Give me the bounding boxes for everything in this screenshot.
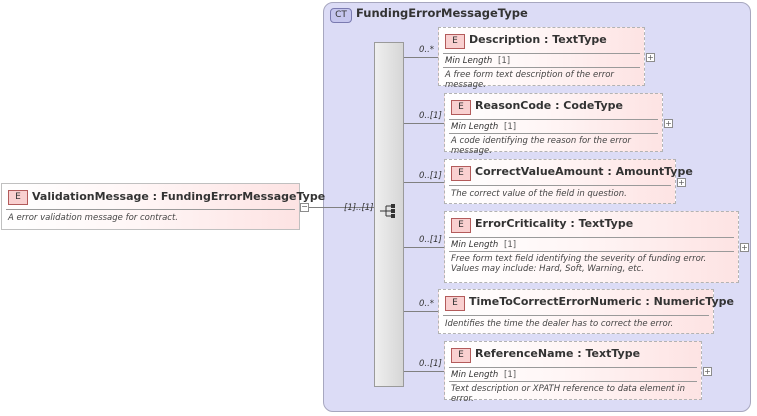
element-cardinality: 0..[1] [419, 359, 442, 369]
connector-line [309, 207, 374, 208]
facet-value: [1] [504, 122, 517, 132]
element-doc: The correct value of the field in questi… [451, 189, 627, 199]
element-doc: Free form text field identifying the sev… [451, 254, 707, 274]
element-doc: A free form text description of the erro… [445, 70, 614, 90]
expand-icon[interactable]: + [703, 367, 712, 376]
root-element[interactable]: E ValidationMessage : FundingErrorMessag… [1, 183, 325, 230]
element-cardinality: 0..[1] [419, 111, 442, 121]
element-badge: E [451, 218, 471, 233]
sequence-icon [380, 204, 395, 218]
element-badge: E [445, 34, 465, 49]
separator [449, 367, 697, 368]
separator [443, 67, 640, 68]
element-title: ErrorCriticality : TextType [475, 217, 634, 230]
element-title: ReasonCode : CodeType [475, 99, 623, 112]
element-badge: E [451, 100, 471, 115]
facet-value: [1] [504, 370, 517, 380]
separator [443, 315, 709, 316]
separator [449, 185, 671, 186]
connector-line [404, 182, 444, 183]
connector-line [404, 311, 438, 312]
complex-type-badge: CT [330, 8, 352, 23]
facet-label: Min Length [451, 240, 499, 250]
facet-label: Min Length [445, 56, 493, 66]
element-doc: A code identifying the reason for the er… [451, 136, 631, 156]
facet-value: [1] [504, 240, 517, 250]
element-cardinality: 0..[1] [419, 235, 442, 245]
element-badge: E [451, 348, 471, 363]
root-cardinality: [1]..[1] [344, 203, 374, 213]
facet-label: Min Length [451, 122, 499, 132]
connector-line [404, 57, 438, 58]
element-cardinality: 0..* [419, 299, 435, 309]
element-title: TimeToCorrectErrorNumeric : NumericType [469, 295, 734, 308]
element-title: Description : TextType [469, 33, 607, 46]
element-badge: E [445, 296, 465, 311]
sequence-compositor[interactable] [374, 42, 404, 387]
separator [449, 251, 734, 252]
complex-type-name: FundingErrorMessageType [356, 6, 528, 20]
element-reason-code[interactable]: E ReasonCode : CodeType Min Length [1] A… [444, 93, 663, 156]
expand-icon[interactable]: + [740, 243, 749, 252]
connector-line [404, 247, 444, 248]
element-doc: Text description or XPATH reference to d… [451, 384, 686, 404]
element-time-to-correct-error-numeric[interactable]: E TimeToCorrectErrorNumeric : NumericTyp… [438, 289, 734, 334]
collapse-icon[interactable]: − [300, 202, 309, 212]
element-title: ReferenceName : TextType [475, 347, 641, 360]
element-title: ValidationMessage : FundingErrorMessageT… [32, 190, 326, 203]
connector-line [404, 123, 444, 124]
element-badge: E [8, 190, 28, 205]
separator [443, 53, 640, 54]
element-doc: Identifies the time the dealer has to co… [445, 319, 674, 329]
facet-value: [1] [498, 56, 511, 66]
separator [6, 209, 295, 210]
separator [449, 119, 658, 120]
element-error-criticality[interactable]: E ErrorCriticality : TextType Min Length… [444, 211, 739, 283]
element-reference-name[interactable]: E ReferenceName : TextType Min Length [1… [444, 341, 702, 404]
facet-label: Min Length [451, 370, 499, 380]
expand-icon[interactable]: + [664, 119, 673, 128]
separator [449, 381, 697, 382]
expand-icon[interactable]: + [646, 53, 655, 62]
element-cardinality: 0..[1] [419, 171, 442, 181]
connector-line [404, 371, 444, 372]
separator [449, 133, 658, 134]
element-correct-value-amount[interactable]: E CorrectValueAmount : AmountType The co… [444, 159, 693, 204]
element-badge: E [451, 166, 471, 181]
element-title: CorrectValueAmount : AmountType [475, 165, 693, 178]
separator [449, 237, 734, 238]
element-cardinality: 0..* [419, 45, 435, 55]
element-doc: A error validation message for contract. [8, 213, 178, 223]
element-description[interactable]: E Description : TextType Min Length [1] … [438, 27, 645, 90]
expand-icon[interactable]: + [677, 178, 686, 187]
